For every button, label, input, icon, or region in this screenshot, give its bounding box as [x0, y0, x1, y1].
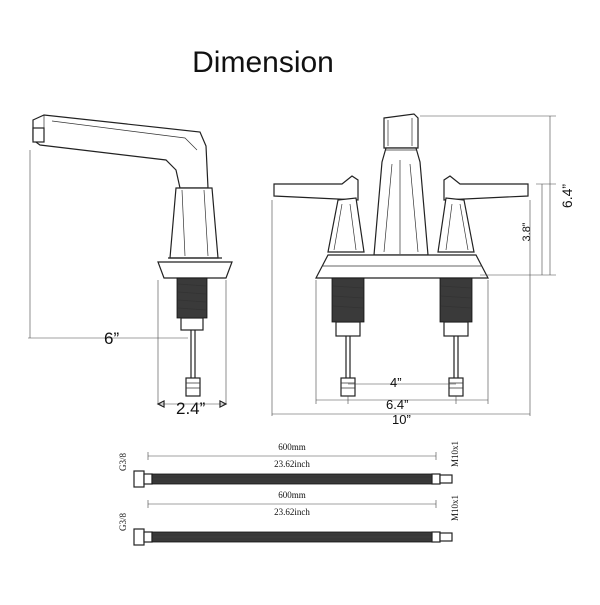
base-width-label: 6.4” [386, 397, 408, 412]
side-aerator [32, 127, 45, 143]
side-spout-arm [32, 114, 209, 189]
page-title: Dimension [192, 46, 334, 79]
hose-2-length-mm: 600mm [278, 490, 306, 500]
front-right-handle [443, 175, 529, 201]
side-view-dimensions: 6” 2.4” [28, 150, 228, 418]
hose-2-length-inch: 23.62inch [274, 507, 310, 517]
front-right-shank [439, 277, 473, 323]
hose-1-braid [151, 473, 433, 485]
handle-span-label: 10” [392, 412, 411, 427]
total-height-label: 6.4” [559, 184, 575, 208]
front-left-handle [273, 175, 359, 201]
front-base-plate [315, 254, 489, 279]
hose-2-left-thread: G3/8 [118, 513, 128, 532]
hose-2-braid [151, 531, 433, 543]
center-spacing-label: 4” [390, 375, 402, 390]
front-spout-body [373, 147, 429, 256]
hose-2-right-thread: M10x1 [450, 495, 460, 521]
hose-1-left-thread: G3/8 [118, 453, 128, 472]
front-view-dimensions: 6.4” 3.8” 4” 6.4” 10” [271, 115, 575, 427]
side-base-width-label: 2.4” [176, 399, 206, 418]
hose-1-right-thread: M10x1 [450, 441, 460, 467]
front-left-shank [331, 277, 365, 323]
front-view-faucet [273, 113, 529, 397]
supply-hose-1: 600mm 23.62inch G3/8 M10x1 [118, 441, 460, 488]
side-view-faucet [32, 114, 233, 397]
side-base [157, 261, 233, 279]
side-height-label: 6” [104, 329, 119, 348]
supply-hose-2: 600mm 23.62inch G3/8 M10x1 [118, 490, 460, 546]
hose-1-length-mm: 600mm [278, 442, 306, 452]
hose-1-length-inch: 23.62inch [274, 459, 310, 469]
side-body-column [169, 187, 219, 259]
front-spout-head [383, 113, 419, 149]
spout-height-label: 3.8” [521, 222, 533, 241]
